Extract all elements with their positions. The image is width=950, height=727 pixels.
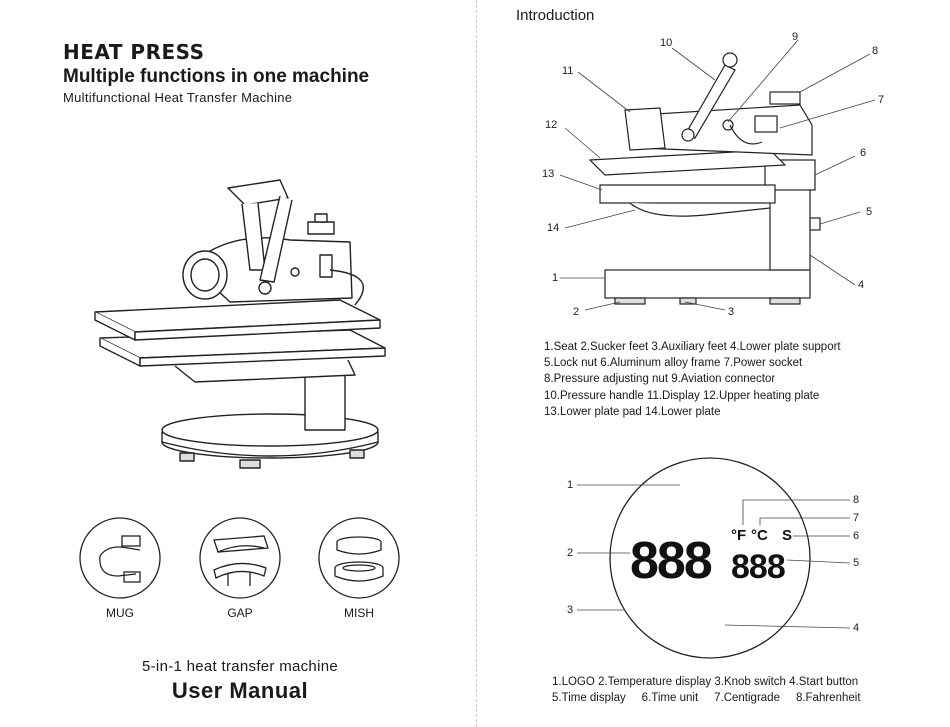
display-callout-3: 3 [567,604,573,616]
display-callout-2: 2 [567,547,573,559]
footer-subtitle: 5-in-1 heat transfer machine [142,658,338,675]
callout-7: 7 [878,94,884,106]
legend-line: 1.Seat 2.Sucker feet 3.Auxiliary feet 4.… [544,341,841,353]
gap-attachment-icon [199,517,281,599]
footer-title: User Manual [171,678,309,703]
display-callout-7: 7 [853,512,859,524]
display-callout-6: 6 [853,530,859,542]
headline: Multiple functions in one machine [63,66,370,87]
callout-5: 5 [866,206,872,218]
display-panel-diagram: 888 888 °F °C S 1 2 3 4 5 6 7 8 [567,457,859,659]
temperature-digits: 888 [630,532,712,590]
page-divider [476,0,477,727]
callout-2: 2 [573,306,579,318]
callout-3: 3 [728,306,734,318]
heat-press-illustration [94,179,386,469]
callout-1: 1 [552,272,558,284]
legend-line: 8.Pressure adjusting nut 9.Aviation conn… [544,373,776,386]
legend-line: 10.Pressure handle 11.Display 12.Upper h… [544,389,820,402]
display-callout-1: 1 [567,479,573,491]
legend-line: 5.Time display 6.Time unit 7.Centigrade … [552,692,861,705]
callout-4: 4 [858,279,864,291]
legend-line: 5.Lock nut 6.Aluminum alloy frame 7.Powe… [544,357,803,370]
callout-13: 13 [542,168,554,180]
brand-title: HEAT PRESS [63,40,205,64]
section-title: Introduction [516,7,595,24]
mug-label: MUG [106,606,134,620]
callout-10: 10 [660,37,672,49]
callout-6: 6 [860,147,866,159]
fahrenheit-unit: °F [731,527,746,544]
display-callout-4: 4 [853,622,859,634]
time-unit: S [782,527,792,544]
display-legend: 1.LOGO 2.Temperature display 3.Knob swit… [552,674,861,706]
mish-label: MISH [344,606,374,620]
time-digits: 888 [731,548,785,586]
callout-8: 8 [872,45,878,57]
centigrade-unit: °C [751,527,768,544]
callout-12: 12 [545,119,557,131]
parts-legend: 1.Seat 2.Sucker feet 3.Auxiliary feet 4.… [544,339,841,420]
legend-line: 1.LOGO 2.Temperature display 3.Knob swit… [552,676,859,688]
mish-attachment-icon [318,517,400,599]
machine-parts-diagram: 1 2 3 4 5 6 7 8 9 10 11 12 13 14 [542,31,884,318]
display-callout-8: 8 [853,494,859,506]
callout-9: 9 [792,31,798,43]
display-callout-5: 5 [853,557,859,569]
legend-line: 13.Lower plate pad 14.Lower plate [544,405,721,418]
mug-attachment-icon [79,517,161,599]
subheadline: Multifunctional Heat Transfer Machine [63,90,293,105]
callout-11: 11 [562,65,573,77]
callout-14: 14 [547,222,559,234]
gap-label: GAP [227,606,253,620]
